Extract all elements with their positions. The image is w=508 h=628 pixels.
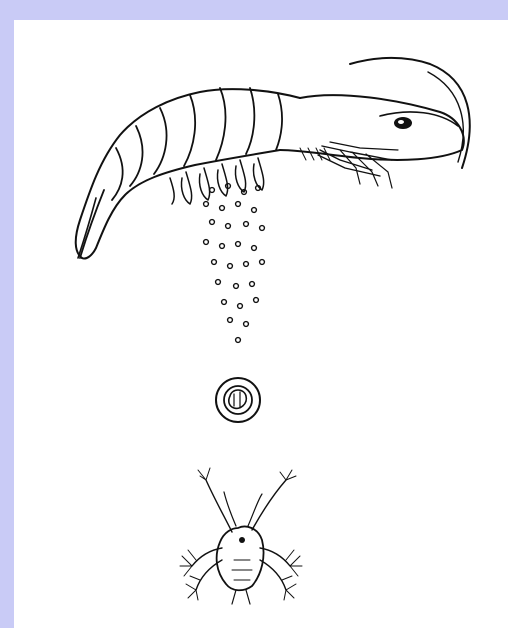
spawned-eggs	[204, 184, 265, 343]
shrimp-lifecycle-figure	[14, 20, 508, 628]
egg-enlarged	[216, 378, 260, 422]
adult-shrimp	[76, 58, 470, 259]
nauplius-larva	[180, 468, 302, 604]
illustration-panel	[14, 20, 508, 628]
